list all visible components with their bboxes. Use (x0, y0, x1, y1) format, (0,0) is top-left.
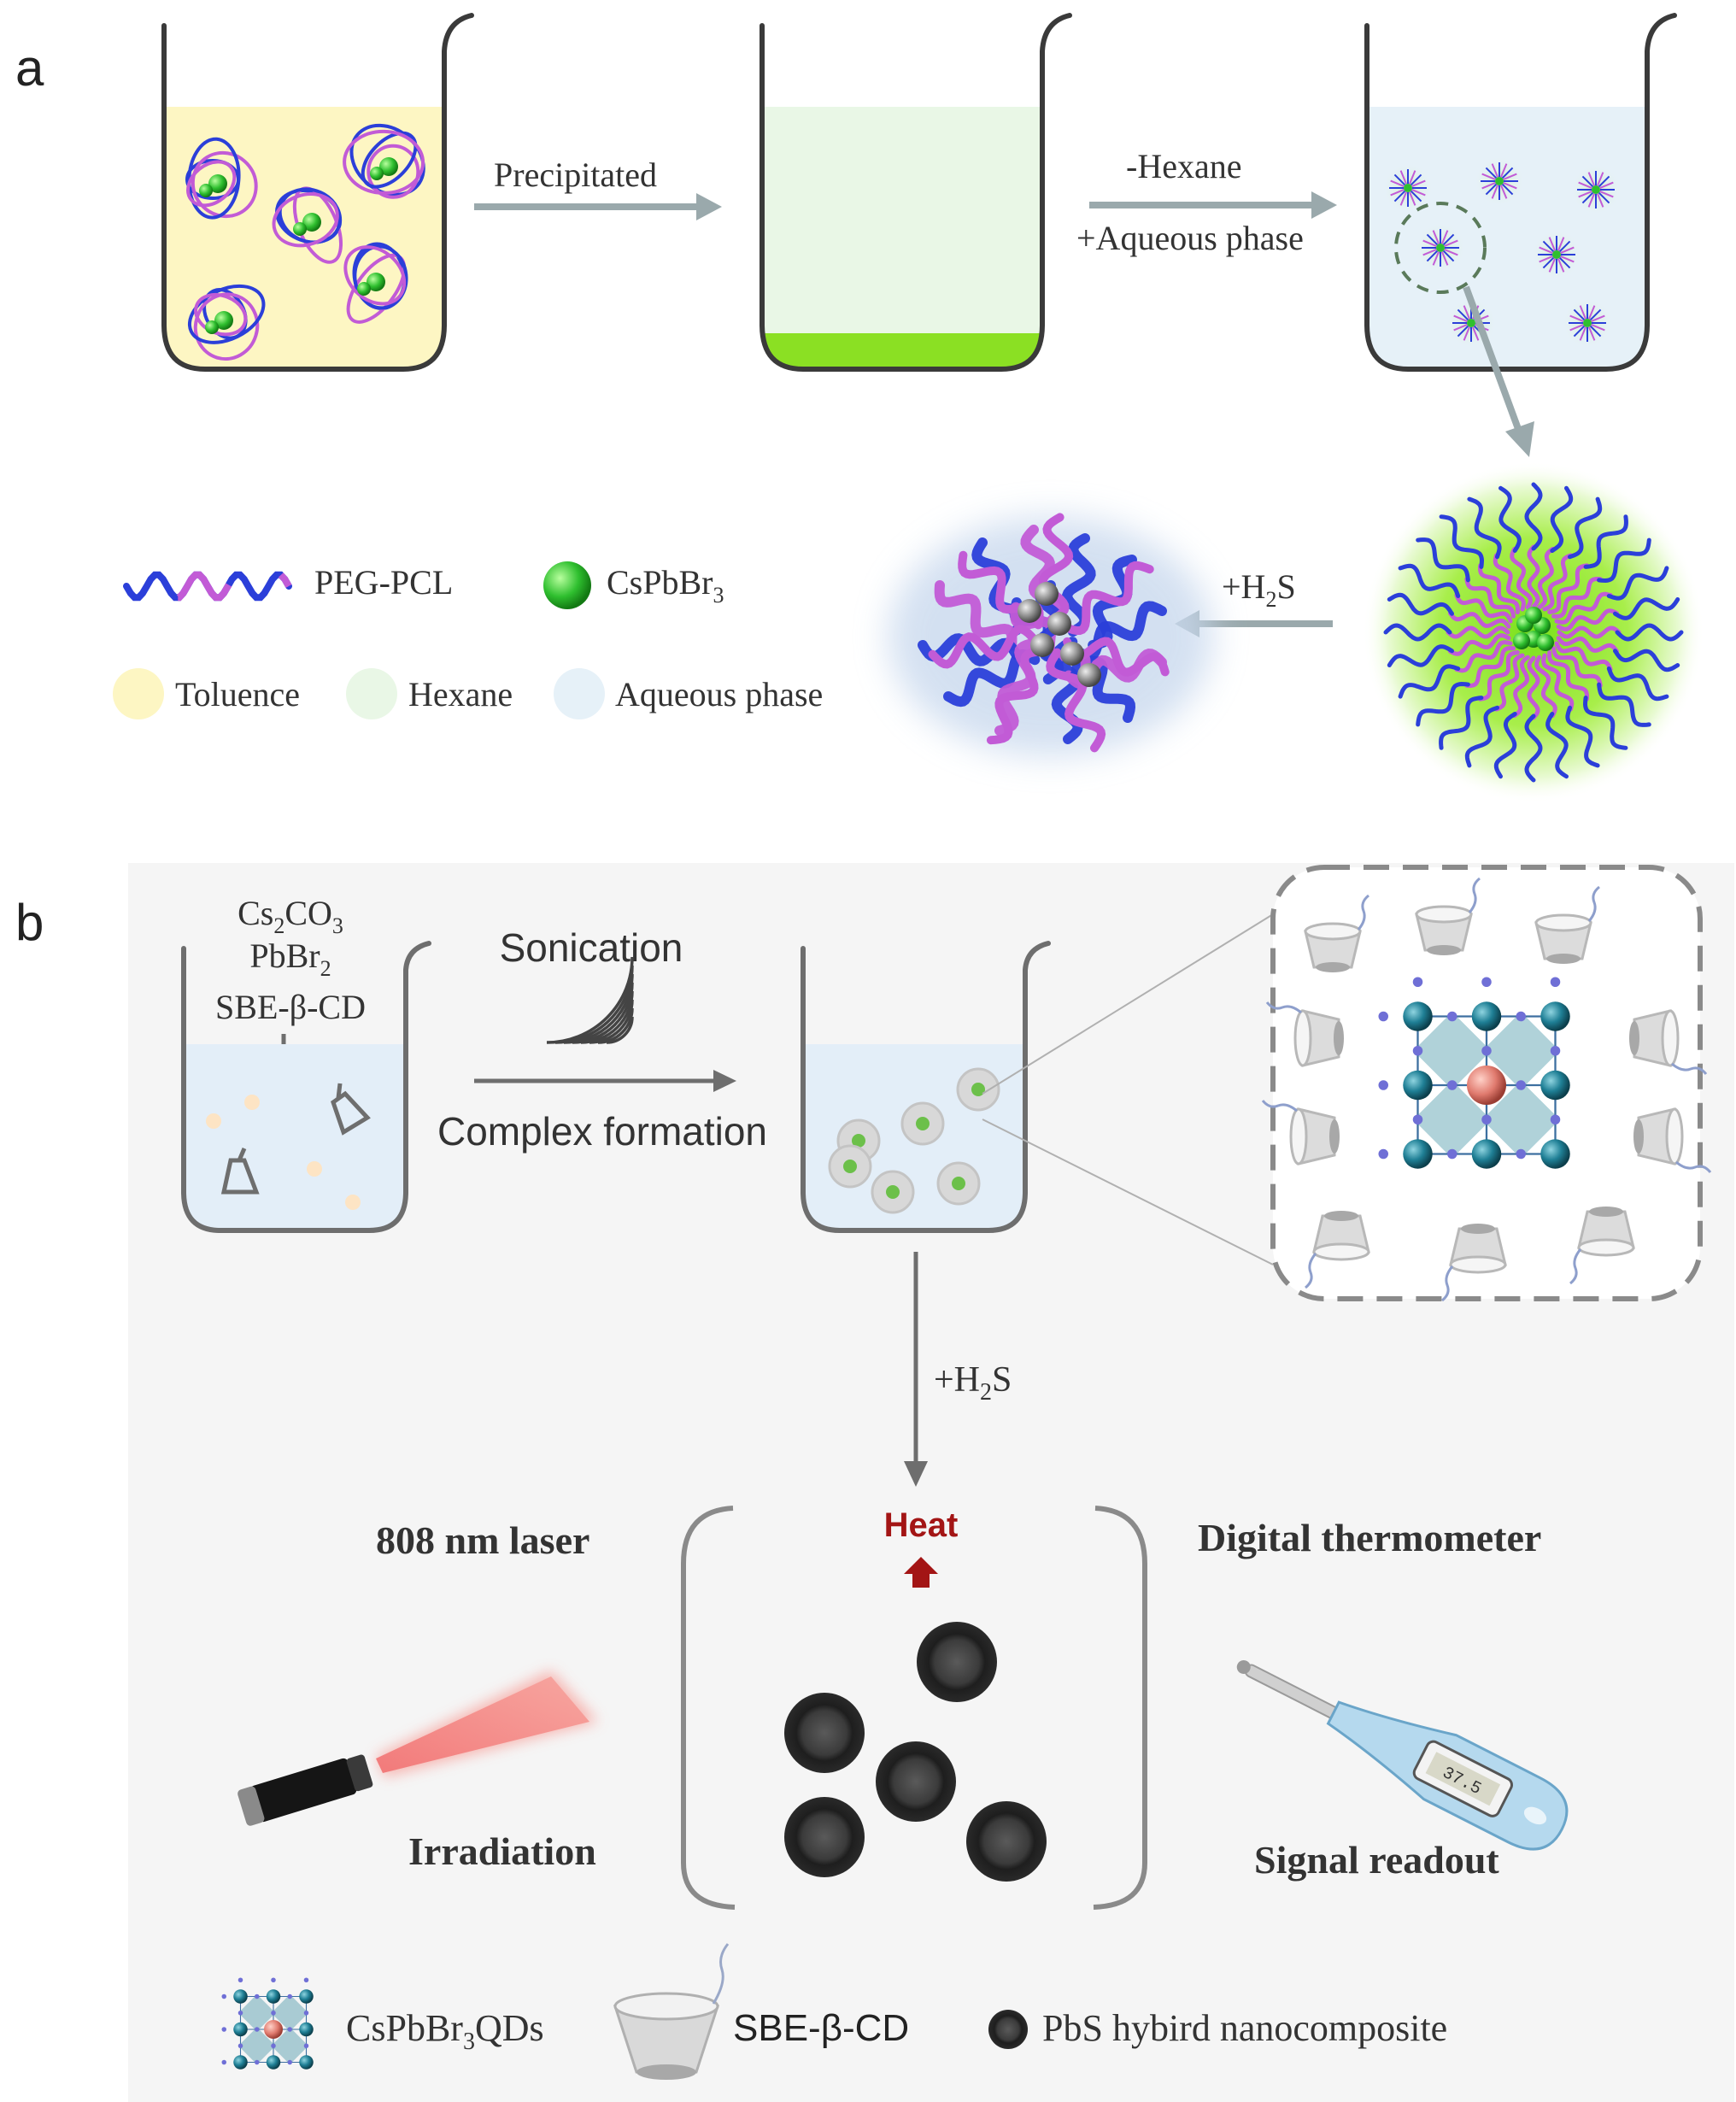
arrowhead-h2s-b (904, 1461, 928, 1487)
bracket-right (1093, 1506, 1147, 1910)
legend-cspbbr3qds: CsPbBr3QDs (346, 2007, 544, 2055)
label-h2s-b: +H2S (934, 1360, 1012, 1406)
legend-aqueous: Aqueous phase (615, 675, 823, 713)
legend-aqueous-swatch (554, 668, 605, 719)
legend-pbs: PbS hybird nanocomposite (1042, 2007, 1447, 2049)
label-complex-formation: Complex formation (437, 1109, 767, 1154)
label-digital-thermometer: Digital thermometer (1198, 1516, 1541, 1559)
beaker-precursors (181, 941, 431, 1233)
label-sbe-cd: SBE-β-CD (215, 988, 366, 1026)
zoom-arrowhead (1505, 421, 1534, 457)
legend-sbe-cd: SBE-β-CD (733, 2007, 909, 2049)
label-cs2co3: Cs2CO3 (238, 894, 343, 938)
pbs-polymer-cluster (889, 513, 1213, 756)
legend-toluene: Toluence (175, 675, 300, 713)
panel-a-letter: a (15, 39, 44, 97)
pbs-particle (966, 1801, 1047, 1882)
pbs-particles (784, 1622, 1047, 1882)
polymer-coils (185, 123, 425, 361)
beaker-complex (801, 941, 1051, 1233)
label-plus-aqueous: +Aqueous phase (1076, 219, 1304, 257)
panel-b-letter: b (15, 894, 44, 951)
legend-pbs-icon (988, 2010, 1028, 2049)
legend-panel-b: CsPbBr3QDs SBE-β-CD PbS hybird nanocompo… (221, 1943, 1447, 2080)
legend-hexane: Hexane (408, 675, 513, 713)
label-irradiation: Irradiation (408, 1829, 596, 1873)
micelle-enlarged (1363, 461, 1704, 803)
laser-pointer-icon (238, 1670, 598, 1826)
thermometer-icon: 37.5 (1236, 1660, 1569, 1851)
beaker-aqueous (1364, 13, 1677, 372)
pbs-particle (784, 1693, 865, 1773)
label-precipitated: Precipitated (494, 156, 657, 194)
pbs-particle (917, 1622, 997, 1702)
crystal-inset (1261, 865, 1712, 1302)
arrowhead-precipitated (696, 193, 722, 220)
label-minus-hexane: -Hexane (1126, 147, 1241, 185)
beaker-toluene (161, 13, 474, 372)
legend-cspbbr3: CsPbBr3 (607, 563, 724, 608)
legend-hexane-swatch (346, 668, 397, 719)
pbs-particle (876, 1741, 956, 1822)
label-pbbr2: PbBr2 (249, 937, 331, 981)
label-signal-readout: Signal readout (1254, 1838, 1499, 1882)
arrowhead-aqueous (1311, 191, 1337, 219)
legend-toluene-swatch (113, 668, 164, 719)
sonication-waves-icon (546, 956, 634, 1044)
arrowhead-sonication (713, 1070, 736, 1092)
precipitate-layer (762, 325, 1042, 369)
legend-panel-a: PEG-PCL CsPbBr3 Toluence Hexane Aqueous … (113, 561, 823, 719)
beaker-hexane (760, 13, 1072, 372)
legend-qd-icon (543, 561, 591, 609)
legend-crystal-icon (221, 1977, 314, 2070)
pbs-particle (784, 1797, 865, 1877)
micelle-group (1382, 156, 1622, 349)
bracket-left (681, 1506, 736, 1910)
zoom-line-bottom (982, 1119, 1274, 1265)
legend-cyclodextrin-icon (613, 1943, 730, 2080)
label-heat: Heat (884, 1506, 959, 1544)
zoom-line-top (982, 913, 1274, 1095)
label-808nm-laser: 808 nm laser (376, 1518, 589, 1562)
label-h2s-a: +H2S (1222, 567, 1296, 612)
legend-peg-pcl: PEG-PCL (314, 563, 453, 602)
legend-polymer-wave-pcl (123, 571, 292, 602)
zoom-circle (1394, 202, 1487, 294)
heat-arrow-icon (904, 1557, 938, 1588)
label-sonication: Sonication (500, 925, 683, 970)
zoom-arrow (1463, 285, 1524, 437)
